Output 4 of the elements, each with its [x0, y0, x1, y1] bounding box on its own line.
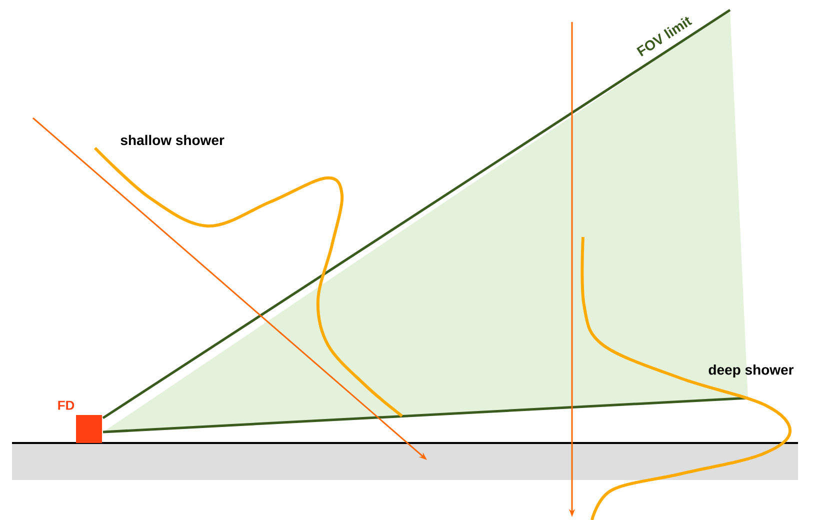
detector-label: FD	[58, 400, 74, 410]
text-label: shallow shower	[120, 134, 224, 146]
text-label: FOV limit	[636, 16, 692, 56]
text-label: deep shower	[708, 364, 794, 378]
